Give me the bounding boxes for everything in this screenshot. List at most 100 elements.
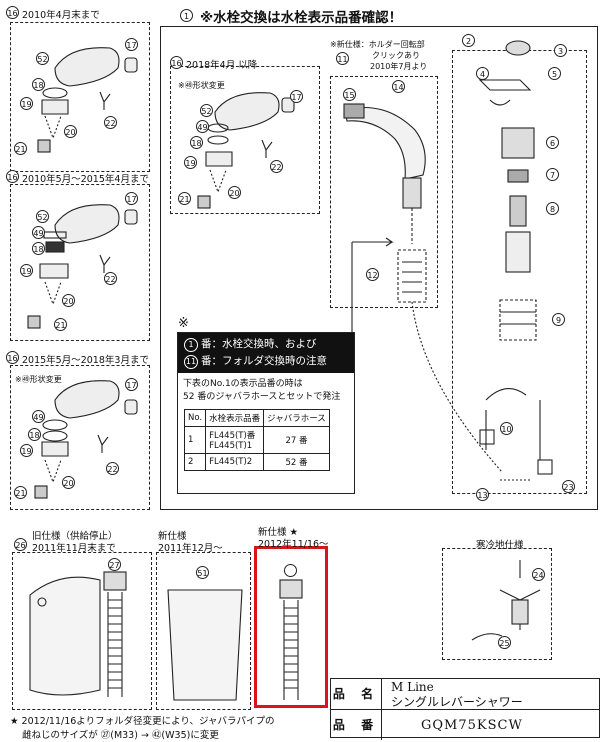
section-2010-may-label: 2010年5月～2015年4月まで [22,174,149,185]
part-50-d: 52 [200,104,213,117]
new-spec-2011-box [156,552,251,710]
part-18-c: 18 [28,428,41,441]
section-2010-apr-label: 2010年4月末まで [22,10,100,21]
part-22-b: 22 [104,272,117,285]
part-21-c: 21 [14,486,27,499]
product-code: GQM75KSCW [421,718,523,733]
part-50-b: 52 [36,210,49,223]
row1-no: 1 [183,426,207,454]
product-name-row: 品 名 M Line シングルレバーシャワー [331,679,599,709]
part-10: 10 [500,422,513,435]
note-header-hose: ジャバラホース [263,409,330,427]
shape-change-c: ※㊾形状変更 [15,375,62,384]
footnote-1: ★ 2012/11/16よりフォルダ径変更により、ジャバラパイプの [10,716,275,727]
new-spec-note-1: ※新仕様：ホルダー回転部 [330,40,425,49]
new-spec-2011-label: 新仕様 [158,531,187,542]
sec-num-a: 16 [6,6,19,19]
holder-box [330,76,438,308]
part-20-a: 20 [64,125,77,138]
part-19-d: 19 [184,156,197,169]
product-info-table: 品 名 M Line シングルレバーシャワー 品 番 GQM75KSCW [330,678,600,740]
row2-hose: 52 番 [263,453,330,471]
row1-hose: 27 番 [263,426,330,454]
part-15: 15 [343,88,356,101]
part-18-a: 18 [32,78,45,91]
old-spec-box [12,552,152,710]
sec-num-c: 16 [6,351,19,364]
part-20-c: 20 [62,476,75,489]
main-title: ※水栓交換は水栓表示品番確認！ [200,10,403,26]
note-header-model: 水栓表示品番 [205,409,265,427]
new-spec-2012-date: 2012年11/16～ [258,539,329,550]
section-2010-apr-box [10,22,150,172]
old-spec-date: 2011年11月末まで [32,543,116,554]
part-25: 25 [498,636,511,649]
section-2018-label: 2018年4月 以降 [186,60,258,71]
part-5: 5 [548,67,561,80]
part-19-c: 19 [20,444,33,457]
new-spec-2011-date: 2011年12月～ [158,543,223,554]
part-17-c: 17 [125,378,138,391]
part-17-b: 17 [125,192,138,205]
part-9: 9 [552,313,565,326]
part-4: 4 [476,67,489,80]
new-spec-note-3: 2010年7月より [370,62,428,71]
sec-num-d: 16 [170,56,183,69]
note-bar1-num: 1 [184,338,198,352]
note-mark: ※ [178,316,189,331]
part-6: 6 [546,136,559,149]
note-bar1-text: 番：水栓交換時、および [201,338,317,350]
note-bar2-text: 番：フォルダ交換時の注意 [201,355,327,367]
section-2015-may-label: 2015年5月～2018年3月まで [22,355,149,366]
part-2: 2 [462,34,475,47]
part-49-b: 49 [32,226,45,239]
section-2010-may-box [10,184,150,341]
part-3: 3 [554,44,567,57]
part-51: 51 [196,566,209,579]
part-17-a: 17 [125,38,138,51]
main-title-number: 1 [180,9,193,22]
highlight-frame [254,546,328,708]
row2-no: 2 [183,453,207,471]
old-spec-label: 旧仕様（供給停止） [32,531,118,542]
part-49-c: 49 [32,410,45,423]
product-name-line2: シングルレバーシャワー [391,695,523,709]
row1-model2: FL445(T)1 [209,441,253,451]
cold-spec-label: 寒冷地仕様 [476,540,524,551]
part-14: 14 [392,80,405,93]
part-18-b: 18 [32,242,45,255]
part-7: 7 [546,168,559,181]
part-26: 26 [14,538,27,551]
note-bar2-num: 11 [184,355,198,369]
section-2015-may-box [10,365,150,510]
part-23: 23 [562,480,575,493]
sec-num-b: 16 [6,170,19,183]
part-21-a: 21 [14,142,27,155]
part-11: 11 [336,52,349,65]
note-table: No. 水栓表示品番 ジャバラホース 1 FL445(T)番 FL445(T)1… [183,409,330,471]
section-2018-box [170,66,320,214]
shape-change-d: ※㊾形状変更 [178,81,225,90]
table-row: 1 FL445(T)番 FL445(T)1 27 番 [183,426,330,454]
note-header-no: No. [183,409,207,427]
part-19-a: 19 [20,97,33,110]
part-8: 8 [546,202,559,215]
row1-model1: FL445(T)番 [209,431,256,441]
part-13: 13 [476,488,489,501]
product-code-row: 品 番 GQM75KSCW [331,709,599,740]
row2-model: FL445(T)2 [205,453,265,471]
product-code-label: 品 番 [331,710,382,740]
row1-model: FL445(T)番 FL445(T)1 [205,426,265,454]
note-text-2: 52 番のジャバラホースとセットで発注 [183,392,341,402]
product-name-line1: M Line [391,680,434,694]
note-text-1: 下表のNo.1の表示品番の時は [183,379,303,389]
part-18-d: 18 [190,136,203,149]
part-22-c: 22 [106,462,119,475]
part-12: 12 [366,268,379,281]
part-21-b: 21 [54,318,67,331]
footnote-2: 雌ねじのサイズが ㉗(M33) → ㊷(W35)に変更 [22,730,219,741]
table-row: 2 FL445(T)2 52 番 [183,453,330,471]
